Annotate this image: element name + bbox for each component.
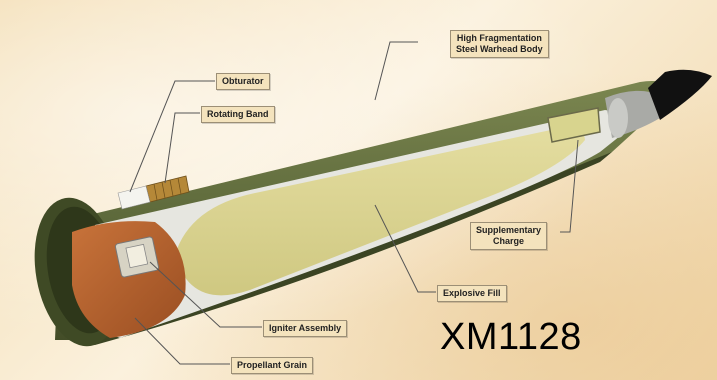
label-warhead-body: High Fragmentation Steel Warhead Body	[450, 30, 549, 58]
label-rotating-band: Rotating Band	[201, 106, 275, 123]
leader-warhead-body	[375, 42, 418, 100]
label-warhead-body-line1: High Fragmentation	[456, 33, 543, 44]
label-explosive-fill: Explosive Fill	[437, 285, 507, 302]
diagram-title: XM1128	[440, 316, 582, 359]
nose-tip	[648, 70, 712, 120]
label-obturator: Obturator	[216, 73, 270, 90]
leader-rotating-band	[165, 113, 200, 183]
label-supplementary-charge: Supplementary Charge	[470, 222, 547, 250]
label-propellant-grain: Propellant Grain	[231, 357, 313, 374]
label-warhead-body-line2: Steel Warhead Body	[456, 44, 543, 55]
label-igniter-assembly: Igniter Assembly	[263, 320, 347, 337]
leader-obturator	[130, 81, 215, 192]
